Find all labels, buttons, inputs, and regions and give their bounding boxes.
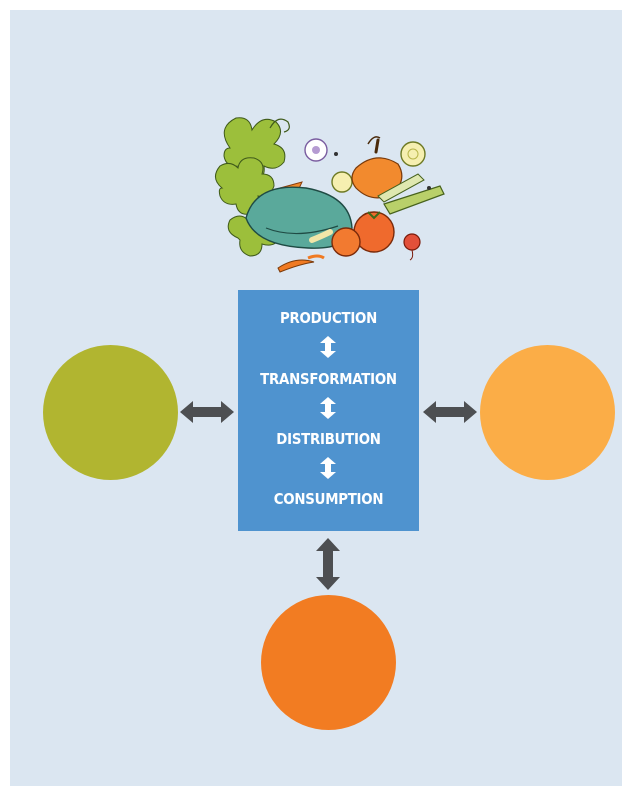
circle-left [43,345,178,480]
food-chain-box: PRODUCTION TRANSFORMATION DISTRIBUTION C… [238,290,419,531]
stage-production: PRODUCTION [279,309,377,327]
double-arrow-vertical-icon [320,336,336,358]
double-arrow-bottom-icon [316,538,340,590]
double-arrow-vertical-icon [320,457,336,479]
double-arrow-vertical-icon [320,397,336,419]
circle-right [480,345,615,480]
stage-distribution: DISTRIBUTION [276,430,381,448]
vegetable-basket-icon [215,117,445,273]
stage-transformation: TRANSFORMATION [260,370,397,388]
double-arrow-left-icon [180,401,234,423]
double-arrow-right-icon [423,401,477,423]
stage-consumption: CONSUMPTION [273,490,384,508]
circle-bottom [261,595,396,730]
